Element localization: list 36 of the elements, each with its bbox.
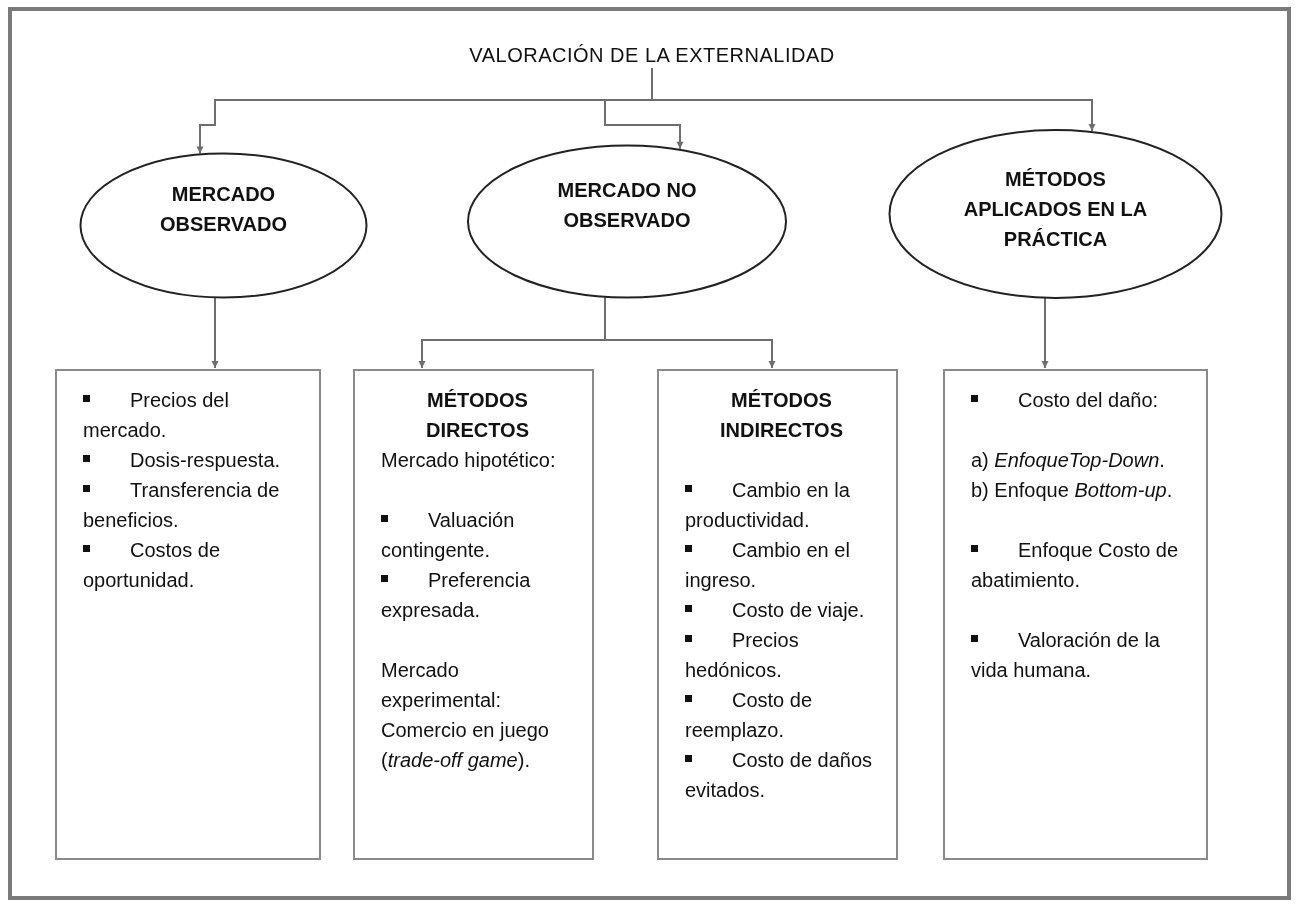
text-box — [657, 369, 898, 860]
ellipse-node — [80, 153, 367, 298]
bullet-item: Valoración de la vida humana. — [971, 625, 1188, 685]
node-label: MERCADO OBSERVADO — [158, 181, 289, 237]
arrow — [651, 67, 1096, 133]
node-label: VALORACIÓN DE LA EXTERNALIDAD — [469, 43, 835, 67]
arrow — [604, 295, 776, 369]
bullet-item: Cambio en la productividad. — [685, 475, 878, 535]
bullet-item: Enfoque Costo de abatimiento. — [971, 535, 1188, 595]
bullet-item: Costo de daños evitados. — [685, 745, 878, 805]
ellipse-node — [467, 145, 787, 298]
box-heading: MÉTODOS INDIRECTOS — [719, 388, 844, 443]
bullet-item: Costos de oportunidad. — [83, 535, 301, 595]
box-heading: MÉTODOS DIRECTOS — [425, 388, 530, 443]
paragraph: Mercado experimental: Comercio en juego (trade-off game). — [381, 658, 550, 773]
bullet-item: Costo de reemplazo. — [685, 685, 878, 745]
text-box — [55, 369, 321, 860]
list-item: a) EnfoqueTop-Down. — [971, 448, 1166, 473]
text-box — [353, 369, 594, 860]
bullet-item: Costo del daño: — [971, 385, 1188, 415]
arrow — [1041, 296, 1049, 369]
node-label: MÉTODOS APLICADOS EN LA PRÁCTICA — [962, 167, 1149, 252]
arrow — [211, 296, 219, 369]
paragraph: Mercado hipotético: — [381, 448, 557, 473]
bullet-item: Dosis-respuesta. — [83, 445, 301, 475]
node-label: MERCADO NO OBSERVADO — [556, 177, 698, 233]
bullet-item: Precios hedónicos. — [685, 625, 878, 685]
bullet-item: Cambio en el ingreso. — [685, 535, 878, 595]
bullet-item: Valuación contingente. — [381, 505, 574, 565]
list-item: b) Enfoque Bottom-up. — [971, 478, 1174, 503]
bullet-item: Preferencia expresada. — [381, 565, 574, 625]
bullet-item: Precios del mercado. — [83, 385, 301, 445]
bullet-item: Transferencia de beneficios. — [83, 475, 301, 535]
text-box — [943, 369, 1208, 860]
ellipse-node — [889, 130, 1222, 298]
bullet-item: Costo de viaje. — [685, 595, 878, 625]
